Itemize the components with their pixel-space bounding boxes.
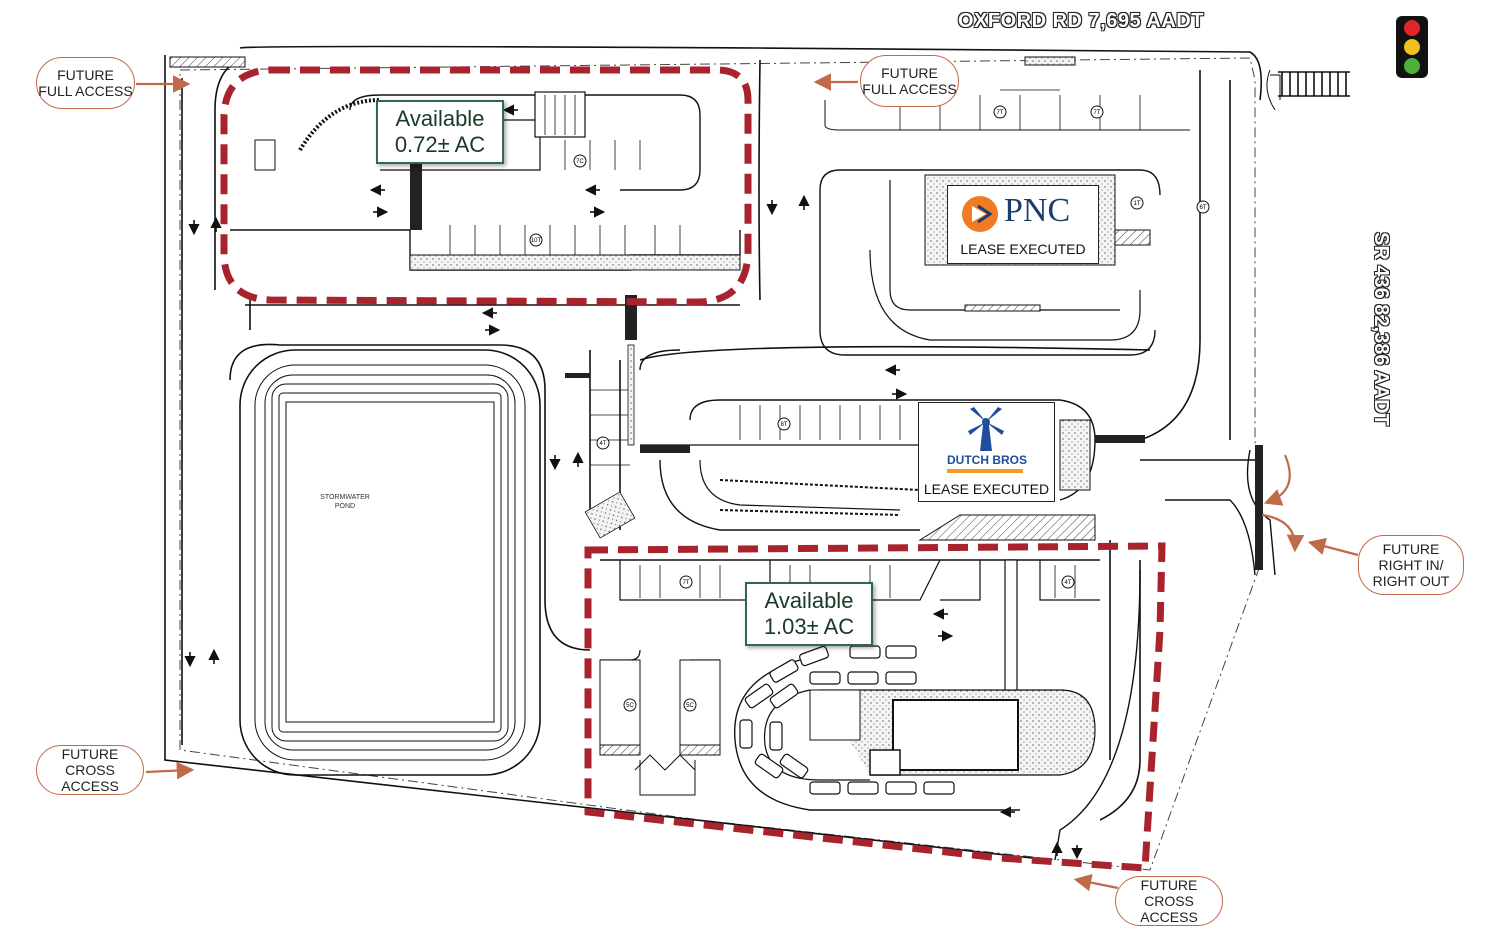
future-full-access-west-callout: FUTURE FULL ACCESS	[36, 57, 135, 109]
crosswalk-oxford	[169, 56, 246, 68]
south-parcel-outline	[584, 542, 1166, 872]
southeast-drive	[1054, 69, 1281, 861]
svg-text:7C: 7C	[576, 159, 584, 165]
svg-text:5C: 5C	[626, 703, 634, 709]
future-right-in-right-out-callout: FUTURE RIGHT IN/ RIGHT OUT	[1358, 535, 1464, 595]
pnc-brand: PNC	[1004, 192, 1071, 229]
crosswalk-sr436	[1278, 71, 1350, 97]
south-parcel-available-label: Available 1.03± AC	[745, 582, 873, 646]
pond-line-1: STORMWATER	[320, 494, 370, 501]
svg-text:8T: 8T	[780, 422, 787, 428]
svg-text:4T: 4T	[599, 441, 606, 447]
oxford-road-label: OXFORD RD 7,695 AADT	[958, 10, 1204, 32]
pnc-logo-icon	[962, 196, 998, 232]
pnc-lease-status: LEASE EXECUTED	[960, 241, 1086, 257]
future-cross-access-west-callout: FUTURE CROSS ACCESS	[36, 745, 144, 795]
dutch-bros-lease-status: LEASE EXECUTED	[923, 481, 1050, 497]
parcel-outlines	[220, 66, 1166, 872]
traffic-light-icon	[1396, 16, 1428, 78]
stormwater-pond-label: STORMWATER POND	[305, 493, 385, 511]
lane-arrows	[184, 104, 1083, 860]
windmill-icon	[968, 407, 1004, 451]
svg-text:7T: 7T	[1093, 110, 1100, 116]
dutch-bros-tenant-box: DUTCH BROS LEASE EXECUTED	[918, 402, 1055, 502]
dutch-bros-brand: DUTCH BROS	[947, 453, 1027, 467]
stormwater-pond	[239, 349, 541, 776]
dutch-bros-stripe	[947, 469, 1023, 473]
south-parcel-available-line: Available	[764, 588, 854, 613]
north-parcel-acreage: 0.72± AC	[394, 132, 486, 157]
south-parcel-site	[599, 559, 1100, 811]
svg-text:6T: 6T	[1199, 205, 1206, 211]
north-parcel-available-line: Available	[395, 106, 485, 131]
svg-text:10T: 10T	[531, 238, 542, 244]
svg-text:7T: 7T	[996, 110, 1003, 116]
west-parking	[565, 344, 636, 539]
sr436-road-label: SR 436 82,386 AADT	[1370, 232, 1392, 426]
north-parcel-site	[230, 91, 741, 340]
north-parcel-available-label: Available 0.72± AC	[376, 100, 504, 164]
future-cross-access-south-callout: FUTURE CROSS ACCESS	[1115, 876, 1223, 926]
svg-text:4T: 4T	[1064, 580, 1071, 586]
access-arrows	[136, 73, 1359, 892]
future-full-access-north-callout: FUTURE FULL ACCESS	[860, 55, 959, 107]
pond-line-2: POND	[334, 503, 356, 510]
dutch-bros-site	[639, 349, 1145, 541]
south-parcel-acreage: 1.03± AC	[763, 614, 855, 639]
pnc-tenant-box: PNC LEASE EXECUTED	[947, 185, 1099, 264]
property-boundary	[179, 57, 1263, 871]
parking-count-markers: 7T 7T 7C 10T 6T 4T 8T 7T 4T 5C 5C 1T	[529, 105, 1210, 712]
svg-text:5C: 5C	[686, 703, 694, 709]
north-parcel-outline	[220, 66, 752, 306]
svg-text:7T: 7T	[682, 580, 689, 586]
svg-text:1T: 1T	[1133, 201, 1140, 207]
